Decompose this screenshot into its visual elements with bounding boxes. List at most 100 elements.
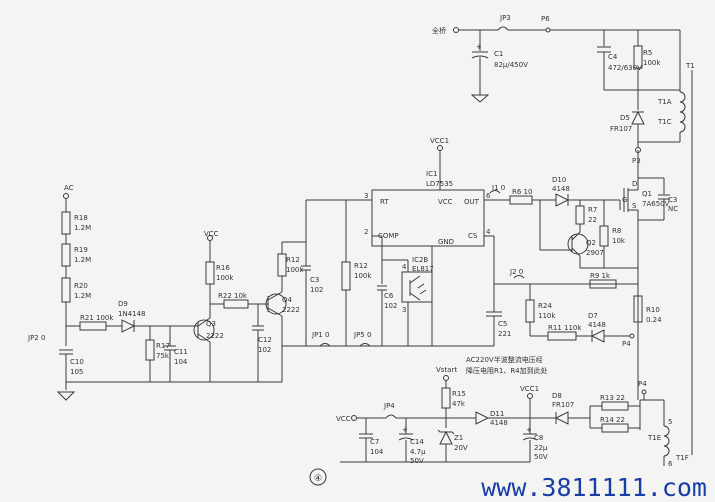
c14-plus: + — [402, 426, 408, 434]
label-ic2b: IC2B — [412, 256, 428, 264]
label-d11: D11 — [490, 410, 504, 418]
label-ac: AC — [64, 184, 74, 192]
label-c4: C4 — [608, 53, 618, 61]
label-cs: CS — [468, 232, 478, 240]
label-d10: D10 — [552, 176, 566, 184]
label-c14: C14 — [410, 438, 424, 446]
label-q4: Q4 — [282, 296, 293, 304]
label-r20: R20 — [74, 282, 88, 290]
label-q1-value: 7A650V — [642, 200, 670, 208]
label-r24-value: 110k — [538, 312, 556, 320]
label-t1e: T1E — [647, 434, 661, 442]
label-vcc-aux: VCC — [336, 415, 351, 423]
label-q2-value: 2907 — [586, 249, 604, 257]
label-c3-q1: C3 — [668, 196, 677, 204]
label-r7-value: 22 — [588, 216, 597, 224]
label-d11-value: 4148 — [490, 419, 508, 427]
label-q2: Q2 — [586, 239, 596, 247]
label-c11: C11 — [174, 348, 188, 356]
label-c8-voltage: 50V — [534, 453, 548, 461]
label-c4-value: 472/630V — [608, 64, 642, 72]
label-c6-value: 102 — [384, 302, 397, 310]
label-r10: R10 — [646, 306, 660, 314]
label-d8: D8 — [552, 392, 562, 400]
label-c8: C8 — [534, 434, 543, 442]
label-r9: R9 1k — [590, 272, 611, 280]
gate-drive-section: J1 0 R6 10 D10 4148 R7 22 Q2 2907 R8 10k — [484, 150, 678, 400]
label-c14-voltage: 50V — [410, 457, 424, 465]
label-d5-value: FR107 — [610, 125, 632, 133]
label-r20-value: 1.2M — [74, 292, 91, 300]
label-r13: R13 22 — [600, 394, 625, 402]
label-p4-bottom: P4 — [638, 380, 647, 388]
label-r5: R5 — [643, 49, 652, 57]
label-circle-4: ④ — [314, 474, 322, 484]
current-sense-section: J2 0 R9 1k R10 0.24 C5 221 R24 110k R11 … — [484, 235, 662, 348]
label-c5: C5 — [498, 320, 507, 328]
label-t1-pin5: 5 — [668, 418, 672, 426]
label-p3: P3 — [632, 157, 641, 165]
label-d9: D9 — [118, 300, 128, 308]
label-q1-g: G — [622, 196, 627, 204]
watermark-url: www.3811111.com — [481, 473, 707, 502]
label-r15: R15 — [452, 390, 466, 398]
label-ic1: IC1 — [426, 170, 437, 178]
label-jp2: JP2 0 — [27, 334, 45, 342]
label-d9-value: 1N4148 — [118, 310, 146, 318]
label-c12: C12 — [258, 336, 272, 344]
label-r16-value: 100k — [216, 274, 234, 282]
label-r16: R16 — [216, 264, 230, 272]
c1-plus: + — [476, 43, 482, 51]
label-t1f: T1F — [675, 454, 689, 462]
label-r12: R12 — [286, 256, 300, 264]
label-p6: P6 — [541, 15, 550, 23]
label-r19: R19 — [74, 246, 88, 254]
label-vcc-pin: VCC — [438, 198, 453, 206]
label-pin6: 6 — [486, 192, 491, 200]
label-d10-value: 4148 — [552, 185, 570, 193]
ic1-controller: IC1 LD7535 RT VCC OUT COMP GND CS 3 6 2 … — [364, 137, 491, 346]
label-r18-value: 1.2M — [74, 224, 91, 232]
label-z1-value: 20V — [454, 444, 468, 452]
label-c3b: C3 — [310, 276, 319, 284]
label-c7: C7 — [370, 438, 379, 446]
label-r22: R22 10k — [218, 292, 248, 300]
label-jp4: JP4 — [383, 402, 395, 410]
label-vstart: Vstart — [436, 366, 457, 374]
label-r17: R17 — [156, 342, 170, 350]
label-j1: J1 0 — [491, 184, 505, 192]
label-d5: D5 — [620, 114, 630, 122]
label-rt: RT — [380, 198, 389, 206]
feedback-section: C3 102 R12 100k C6 102 IC2B EL817 3 4 JP… — [282, 199, 494, 347]
label-t1-pin6: 6 — [668, 460, 673, 468]
label-gnd: GND — [438, 238, 454, 246]
label-r8-value: 10k — [612, 237, 626, 245]
label-r21: R21 100k — [80, 314, 114, 322]
startup-section: AC R18 1.2M R19 1.2M R20 1.2M R21 100k D… — [27, 184, 306, 401]
label-t1a: T1A — [657, 98, 672, 106]
label-c3-q1-value: NC — [668, 205, 678, 213]
label-pin4: 4 — [486, 228, 491, 236]
label-r19-value: 1.2M — [74, 256, 91, 264]
label-c12-value: 102 — [258, 346, 271, 354]
label-r8: R8 — [612, 227, 621, 235]
label-ic2-pin4: 4 — [402, 263, 407, 271]
label-r12b: R12 — [354, 262, 368, 270]
label-t1: T1 — [685, 62, 695, 70]
label-jp3: JP3 — [499, 14, 511, 22]
label-comp: COMP — [378, 232, 399, 240]
label-q1: Q1 — [642, 190, 652, 198]
label-c7-value: 104 — [370, 448, 384, 456]
label-note2: 降压电阻R1、R4加到此处 — [466, 366, 548, 375]
label-d8-value: FR107 — [552, 401, 574, 409]
label-c10: C10 — [70, 358, 84, 366]
label-r17-value: 75k — [156, 352, 170, 360]
label-d7-value: 4148 — [588, 321, 606, 329]
label-r6: R6 10 — [512, 188, 532, 196]
label-pin3: 3 — [364, 192, 368, 200]
label-r24: R24 — [538, 302, 552, 310]
label-d7: D7 — [588, 312, 598, 320]
label-r11: R11 110k — [548, 324, 582, 332]
label-r12b-value: 100k — [354, 272, 372, 280]
